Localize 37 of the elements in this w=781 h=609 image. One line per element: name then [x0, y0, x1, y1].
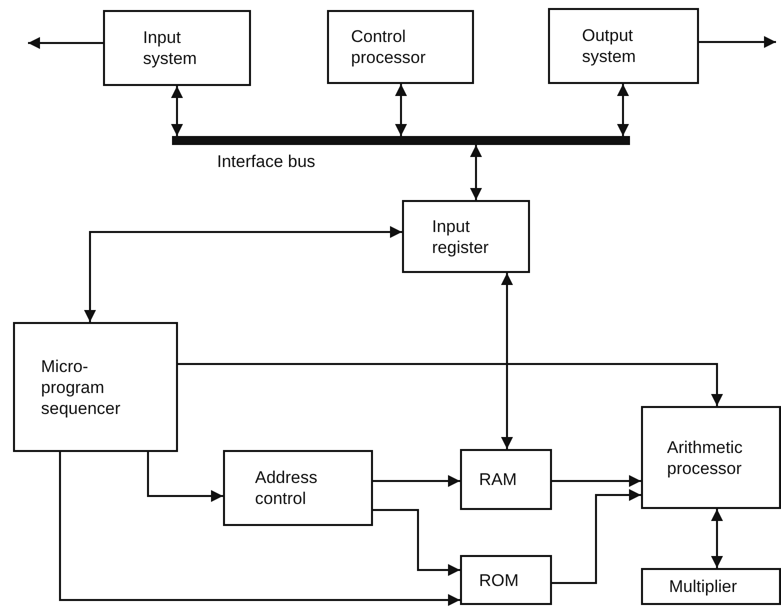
block-label: Output system: [582, 25, 637, 67]
arrow: [147, 452, 223, 502]
arrow: [711, 509, 723, 568]
arrow: [395, 84, 407, 136]
arrow: [373, 509, 460, 576]
block-label: Multiplier: [669, 576, 738, 597]
arrow: [552, 475, 641, 487]
bus-label: Interface bus: [217, 152, 316, 172]
block-box: [327, 10, 474, 84]
arrow: [501, 273, 513, 449]
block-label: RAM: [479, 469, 517, 490]
arrow: [552, 489, 641, 584]
arrow: [178, 363, 723, 406]
arrow: [699, 36, 776, 48]
block-label: Input register: [432, 216, 490, 258]
arrow: [28, 37, 103, 49]
block-box: [13, 322, 178, 452]
block-box: [223, 450, 373, 526]
arrow: [373, 475, 460, 487]
block-box: [641, 568, 781, 605]
block-label: Control processor: [351, 26, 427, 68]
block-box: [641, 406, 781, 509]
block-box: [103, 10, 251, 86]
arrow: [617, 84, 629, 136]
arrow: [59, 452, 460, 606]
block-box: [460, 449, 552, 510]
arrow: [470, 145, 482, 200]
block-label: Arithmetic processor: [667, 436, 744, 478]
arrow: [84, 226, 402, 322]
block-label: Micro-program sequencer: [41, 356, 122, 418]
block-label: Input system: [143, 27, 198, 69]
block-box: [402, 200, 530, 273]
block-box: [548, 8, 699, 84]
block-label: ROM: [479, 570, 519, 590]
arrow: [171, 86, 183, 136]
block-label: Address control: [255, 467, 318, 509]
block-box: [460, 555, 552, 605]
